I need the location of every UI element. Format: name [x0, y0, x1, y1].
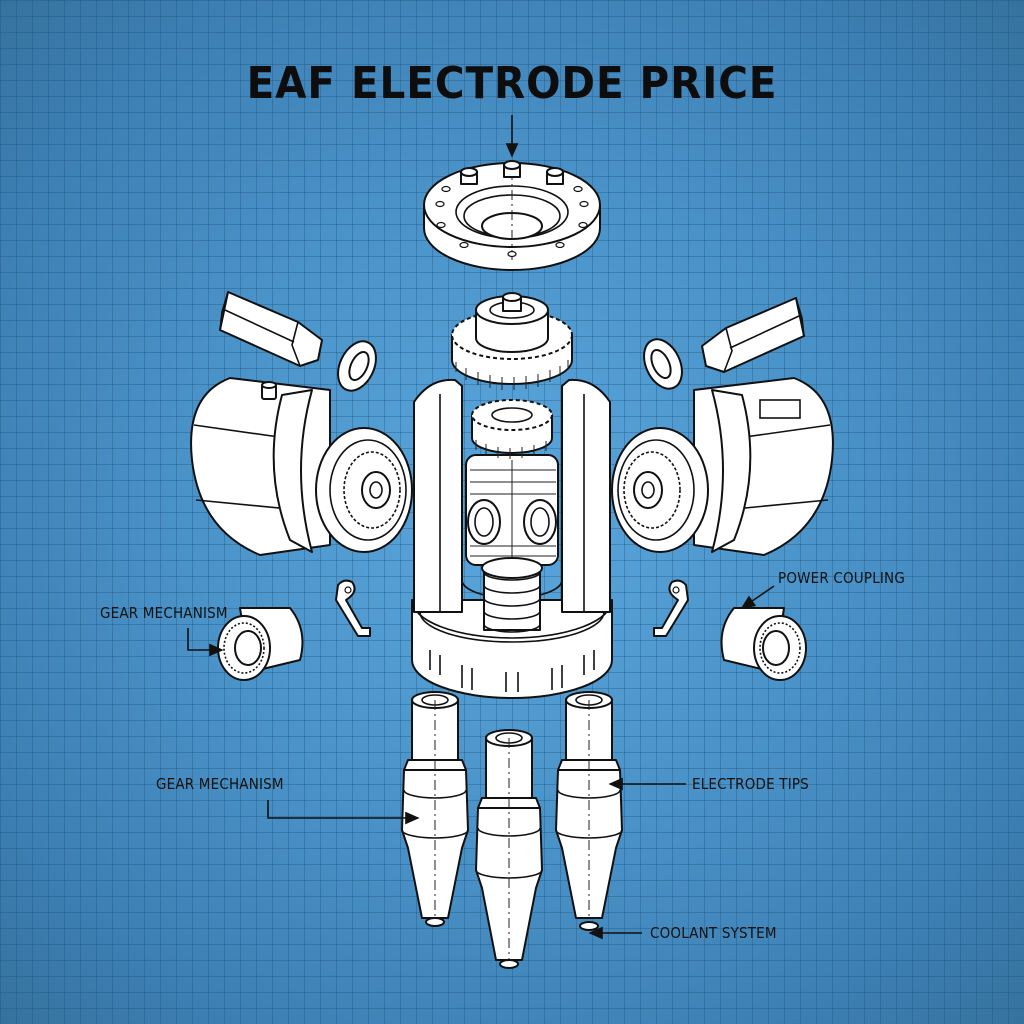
- right-clip: [653, 579, 689, 637]
- right-hex-pin: [701, 297, 805, 373]
- upper-spur-gear: [451, 292, 573, 390]
- label-coolant-system: COOLANT SYSTEM: [650, 924, 777, 942]
- label-power-coupling: POWER COUPLING: [778, 569, 905, 587]
- electrode-tip-3: [555, 691, 623, 931]
- cage-housing: [411, 378, 613, 699]
- left-motor-housing: [190, 377, 413, 556]
- leader-lines: [187, 585, 775, 940]
- left-clip: [335, 579, 371, 637]
- label-gear-mechanism-left: GEAR MECHANISM: [100, 604, 228, 622]
- right-lock-washer: [643, 338, 683, 390]
- right-motor-housing: [611, 377, 834, 556]
- top-flange: [423, 160, 601, 271]
- electrode-tip-2: [475, 729, 543, 969]
- central-gear-cluster: [465, 399, 559, 579]
- left-coupling-cylinder: [217, 607, 304, 681]
- right-coupling-cylinder: [720, 607, 807, 681]
- electrode-tip-1: [401, 691, 469, 927]
- label-gear-mechanism-lower: GEAR MECHANISM: [156, 775, 284, 793]
- left-hex-pin: [219, 291, 323, 367]
- label-electrode-tips: ELECTRODE TIPS: [692, 775, 809, 793]
- left-lock-washer: [337, 340, 377, 392]
- diagram-title: EAF ELECTRODE PRICE: [246, 58, 778, 109]
